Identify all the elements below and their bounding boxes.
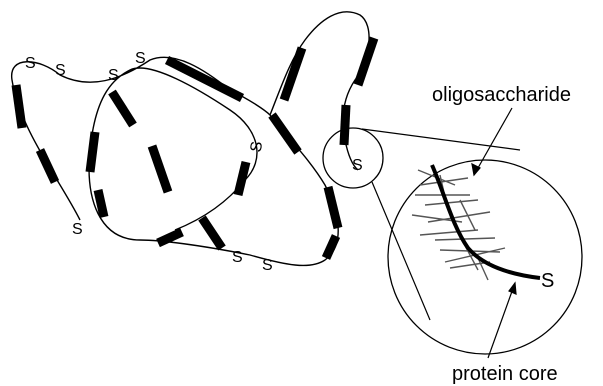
protein-segment (326, 236, 336, 258)
sulfur-label: S (72, 221, 83, 238)
protein-segment (202, 218, 222, 248)
protein-segment (158, 232, 182, 243)
protein-segment (90, 132, 95, 172)
sulfur-label: S (25, 55, 36, 72)
protein-segment (344, 105, 346, 145)
sulfur-label: S (108, 67, 119, 84)
oligosaccharide-label: oligosaccharide (432, 84, 571, 106)
sulfur-label: S (232, 249, 243, 266)
magnify-connector-bottom (372, 182, 430, 320)
protein-segment (98, 190, 104, 217)
sulfur-label: S (135, 50, 146, 67)
protein-core-sulfur-label: S (541, 270, 554, 292)
protein-segment (358, 38, 374, 85)
protein-segment (328, 187, 338, 228)
protein-segment (16, 85, 22, 128)
protein-segment (272, 115, 298, 152)
sulfur-label: S (262, 257, 273, 274)
protein-segment (40, 150, 55, 182)
protein-segment (238, 162, 246, 195)
protein-segments (16, 38, 374, 258)
magnify-detail-circle (388, 160, 582, 354)
sulfur-labels: S S S S S S S S S (25, 50, 363, 274)
sulfur-label: S (352, 157, 363, 174)
sulfur-label: S (248, 140, 267, 153)
protein-segment (152, 146, 168, 192)
protein-segment (112, 92, 133, 125)
protein-backbone-curve (12, 12, 369, 266)
magnify-connector-top (362, 129, 520, 150)
sulfur-label: S (55, 62, 66, 79)
label-arrows (472, 108, 516, 358)
protein-core-label: protein core (452, 363, 558, 385)
